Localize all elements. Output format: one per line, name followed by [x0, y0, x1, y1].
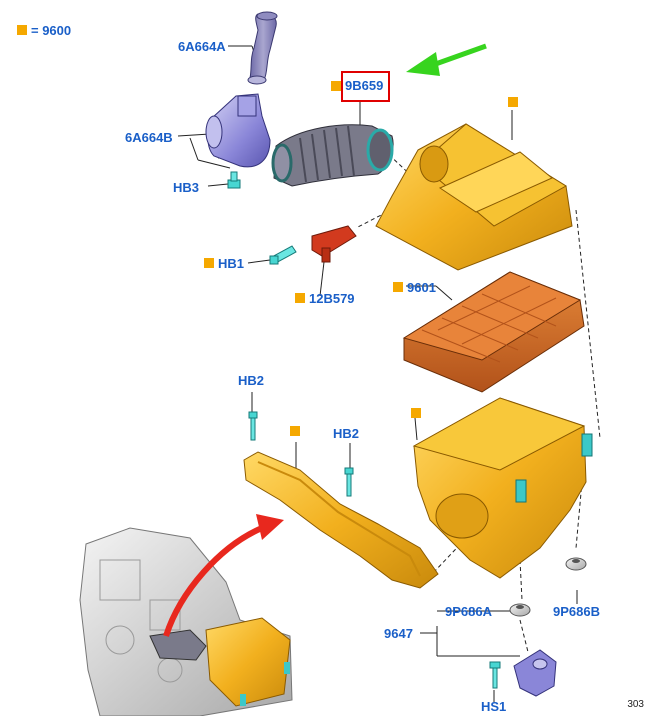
bolt-hb1: [269, 245, 297, 265]
air-cleaner-lower-housing: [412, 397, 593, 579]
label-9p686a: 9P686A: [445, 604, 492, 619]
marker-cover: [508, 97, 518, 107]
stud-hs1: [489, 661, 501, 689]
label-9b659: 9B659: [345, 78, 384, 93]
hose-9b659: [271, 124, 394, 187]
red-arrow-icon: [163, 514, 284, 637]
label-hb2-left: HB2: [238, 373, 265, 388]
marker-9601: [393, 282, 403, 292]
label-6a664b: 6A664B: [125, 130, 173, 145]
highlight-box-9b659: [341, 71, 390, 102]
marker-9b659: [331, 81, 341, 91]
engine-inset: [79, 527, 293, 716]
label-12b579: 12B579: [309, 291, 355, 306]
grommet-9p686b: [565, 557, 587, 571]
legend-text: = 9600: [31, 23, 72, 38]
label-hb2-right: HB2: [333, 426, 360, 441]
marker-hb1: [204, 258, 214, 268]
figure-number: 303: [627, 699, 644, 710]
filter-element-9601: [402, 271, 585, 393]
label-hb3: HB3: [173, 180, 200, 195]
bolt-hb2-left: [248, 411, 258, 441]
label-hs1: HS1: [481, 699, 507, 714]
bolt-hb2-right: [344, 467, 354, 497]
mounting-bracket: [513, 649, 557, 697]
grommet-9p686a: [509, 603, 531, 617]
label-9p686b: 9P686B: [553, 604, 600, 619]
bolt-hb3: [227, 171, 241, 189]
marker-12b579: [295, 293, 305, 303]
green-arrow-icon: [406, 43, 487, 76]
air-inlet-duct: [243, 451, 439, 589]
hose-6a664a: [247, 11, 278, 85]
label-hb1: HB1: [218, 256, 245, 271]
air-cleaner-cover: [375, 123, 573, 271]
marker-lower-housing: [411, 408, 421, 418]
label-9601: 9601: [407, 280, 436, 295]
label-9647: 9647: [384, 626, 413, 641]
legend-symbol-icon: [17, 25, 27, 35]
sensor-12b579: [311, 225, 357, 263]
marker-duct: [290, 426, 300, 436]
sensor-housing-6a664b: [205, 93, 271, 168]
label-6a664a: 6A664A: [178, 39, 226, 54]
